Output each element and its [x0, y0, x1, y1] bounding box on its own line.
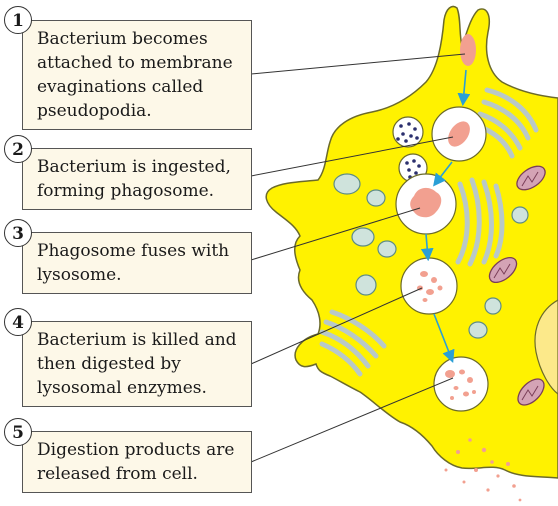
- lysosome-upper: [392, 116, 424, 148]
- step-4-number: 4: [4, 308, 32, 336]
- step-4-box: Bacterium is killed and then digested by…: [22, 321, 252, 407]
- lysosome-fusing: [398, 153, 428, 183]
- released-products: [444, 438, 522, 502]
- step-5-box: Digestion products are released from cel…: [22, 431, 252, 493]
- vacuole-7: [484, 297, 502, 315]
- step-1-box: Bacterium becomes attached to membrane e…: [22, 20, 252, 130]
- step-3-box: Phagosome fuses with lysosome.: [22, 232, 252, 294]
- nucleus: [534, 299, 558, 395]
- flow-arrows: [420, 69, 471, 363]
- cell-cytoplasm: [265, 5, 558, 479]
- step-3-text: Phagosome fuses with lysosome.: [37, 241, 230, 285]
- vacuole-3: [351, 227, 375, 247]
- vacuole-1: [333, 173, 361, 195]
- leader-lines: [250, 53, 466, 463]
- bacterium-attached: [460, 34, 476, 66]
- exocytosis-vesicle: [433, 356, 489, 412]
- mitochondrion-upper: [516, 165, 546, 191]
- step-5-number: 5: [4, 418, 32, 446]
- golgi-middle: [455, 177, 505, 267]
- vacuole-6: [511, 206, 529, 224]
- step-5-text: Digestion products are released from cel…: [37, 440, 235, 484]
- golgi-lower: [319, 309, 387, 377]
- step-2: Bacterium is ingested, forming phagosome…: [0, 130, 252, 210]
- step-2-box: Bacterium is ingested, forming phagosome…: [22, 148, 252, 210]
- vacuole-4: [377, 240, 397, 258]
- mitochondrion-middle: [488, 256, 518, 284]
- vacuole-8: [468, 321, 488, 339]
- step-3-number: 3: [4, 219, 32, 247]
- digestion-vesicle: [400, 257, 458, 315]
- golgi-upper: [475, 87, 539, 159]
- step-5: Digestion products are released from cel…: [0, 413, 252, 495]
- mitochondrion-lower: [517, 378, 545, 406]
- step-4-text: Bacterium is killed and then digested by…: [37, 330, 237, 398]
- step-2-text: Bacterium is ingested, forming phagosome…: [37, 157, 231, 201]
- step-1-number: 1: [4, 6, 32, 34]
- step-1: Bacterium becomes attached to membrane e…: [0, 0, 252, 130]
- vacuole-2: [366, 189, 386, 207]
- step-3: Phagosome fuses with lysosome. 3: [0, 214, 252, 294]
- phagolysosome: [395, 173, 457, 235]
- step-1-text: Bacterium becomes attached to membrane e…: [37, 29, 233, 121]
- step-4: Bacterium is killed and then digested by…: [0, 305, 252, 407]
- vacuole-5: [355, 274, 377, 296]
- phagosome: [431, 106, 487, 162]
- step-2-number: 2: [4, 135, 32, 163]
